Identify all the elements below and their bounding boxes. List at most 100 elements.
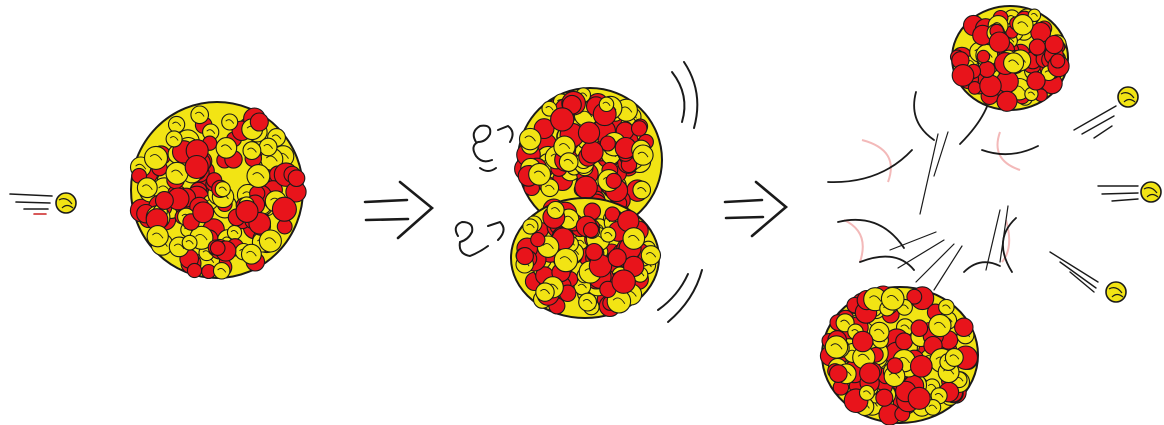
proton (516, 248, 533, 265)
proton (1027, 72, 1045, 90)
proton (853, 331, 873, 351)
proton (575, 176, 597, 198)
proton (952, 65, 974, 87)
neutron (633, 145, 653, 165)
neutron (547, 202, 564, 219)
neutron (222, 114, 238, 130)
proton (997, 91, 1017, 111)
proton (887, 358, 903, 374)
incoming-neutron (10, 193, 76, 214)
proton (193, 202, 214, 223)
proton (977, 50, 989, 62)
proton (876, 389, 893, 406)
neutron (147, 226, 168, 247)
neutron (623, 228, 645, 250)
proton (608, 249, 626, 267)
proton (551, 108, 574, 131)
neutron (247, 165, 270, 188)
released-neutron (1050, 252, 1126, 302)
neutron (227, 225, 241, 239)
neutron (601, 227, 616, 242)
fission-fragment-large-icon (820, 286, 978, 425)
proton (1029, 39, 1045, 55)
proton (908, 387, 930, 409)
neutron-motion-lines (10, 194, 52, 214)
proton (955, 318, 973, 336)
proton (989, 32, 1009, 52)
proton (272, 197, 296, 221)
neutron (259, 230, 281, 252)
neutron (166, 131, 182, 147)
neutron (137, 178, 157, 198)
neutron (520, 128, 541, 149)
proton (156, 192, 174, 210)
proton (632, 121, 647, 136)
explosion-burst-icon (828, 92, 1038, 290)
proton (578, 122, 599, 143)
nucleus-bottom-lobe-icon (511, 198, 661, 318)
neutron (1004, 53, 1024, 73)
proton (980, 75, 1001, 96)
proton (1051, 54, 1065, 68)
implies-arrow-icon (365, 182, 432, 238)
neutron (216, 138, 237, 159)
nucleus-icon (130, 102, 306, 279)
released-neutron (1098, 182, 1161, 202)
neutron (1013, 15, 1033, 35)
neutron (881, 288, 904, 311)
neutron (559, 153, 578, 172)
implies-arrow-icon (725, 182, 786, 236)
neutron (825, 336, 847, 358)
proton (531, 233, 545, 247)
neutron (939, 299, 954, 314)
proton (586, 244, 603, 261)
neutron (599, 97, 613, 111)
neutron (860, 386, 875, 401)
proton (584, 223, 599, 238)
proton (911, 320, 928, 337)
neutron (182, 235, 197, 250)
neutron (214, 263, 230, 279)
proton (606, 173, 621, 188)
neutron (929, 314, 951, 336)
fission-fragments (820, 6, 1161, 425)
deformed-nucleus (456, 62, 702, 322)
neutron (215, 182, 230, 197)
neutron (641, 246, 660, 265)
proton (185, 156, 208, 179)
neutron (166, 162, 188, 184)
neutron (259, 138, 277, 156)
neutron (242, 244, 262, 264)
proton (896, 333, 913, 350)
proton (288, 170, 305, 187)
neutron (536, 283, 554, 301)
proton (830, 365, 848, 383)
proton (581, 141, 603, 163)
neutron (191, 106, 209, 124)
neutron (633, 181, 651, 199)
neutron (243, 142, 261, 160)
released-neutron (1074, 87, 1138, 138)
neutron (169, 116, 185, 132)
neutron-icon (56, 193, 76, 213)
neutron (554, 249, 577, 272)
fission-fragment-small-icon (951, 6, 1070, 111)
neutron-icon (1106, 282, 1126, 302)
proton (187, 263, 201, 277)
neutron-icon (1118, 87, 1138, 107)
proton (860, 363, 880, 383)
proton (250, 113, 268, 131)
neutron (579, 293, 597, 311)
neutron (529, 163, 551, 185)
proton (1045, 36, 1063, 54)
proton (236, 200, 258, 222)
proton (210, 241, 225, 256)
neutron (523, 219, 538, 234)
proton (612, 270, 635, 293)
neutron (945, 349, 963, 367)
proton (911, 356, 933, 378)
proton (979, 61, 995, 77)
neutron-icon (1141, 182, 1161, 202)
